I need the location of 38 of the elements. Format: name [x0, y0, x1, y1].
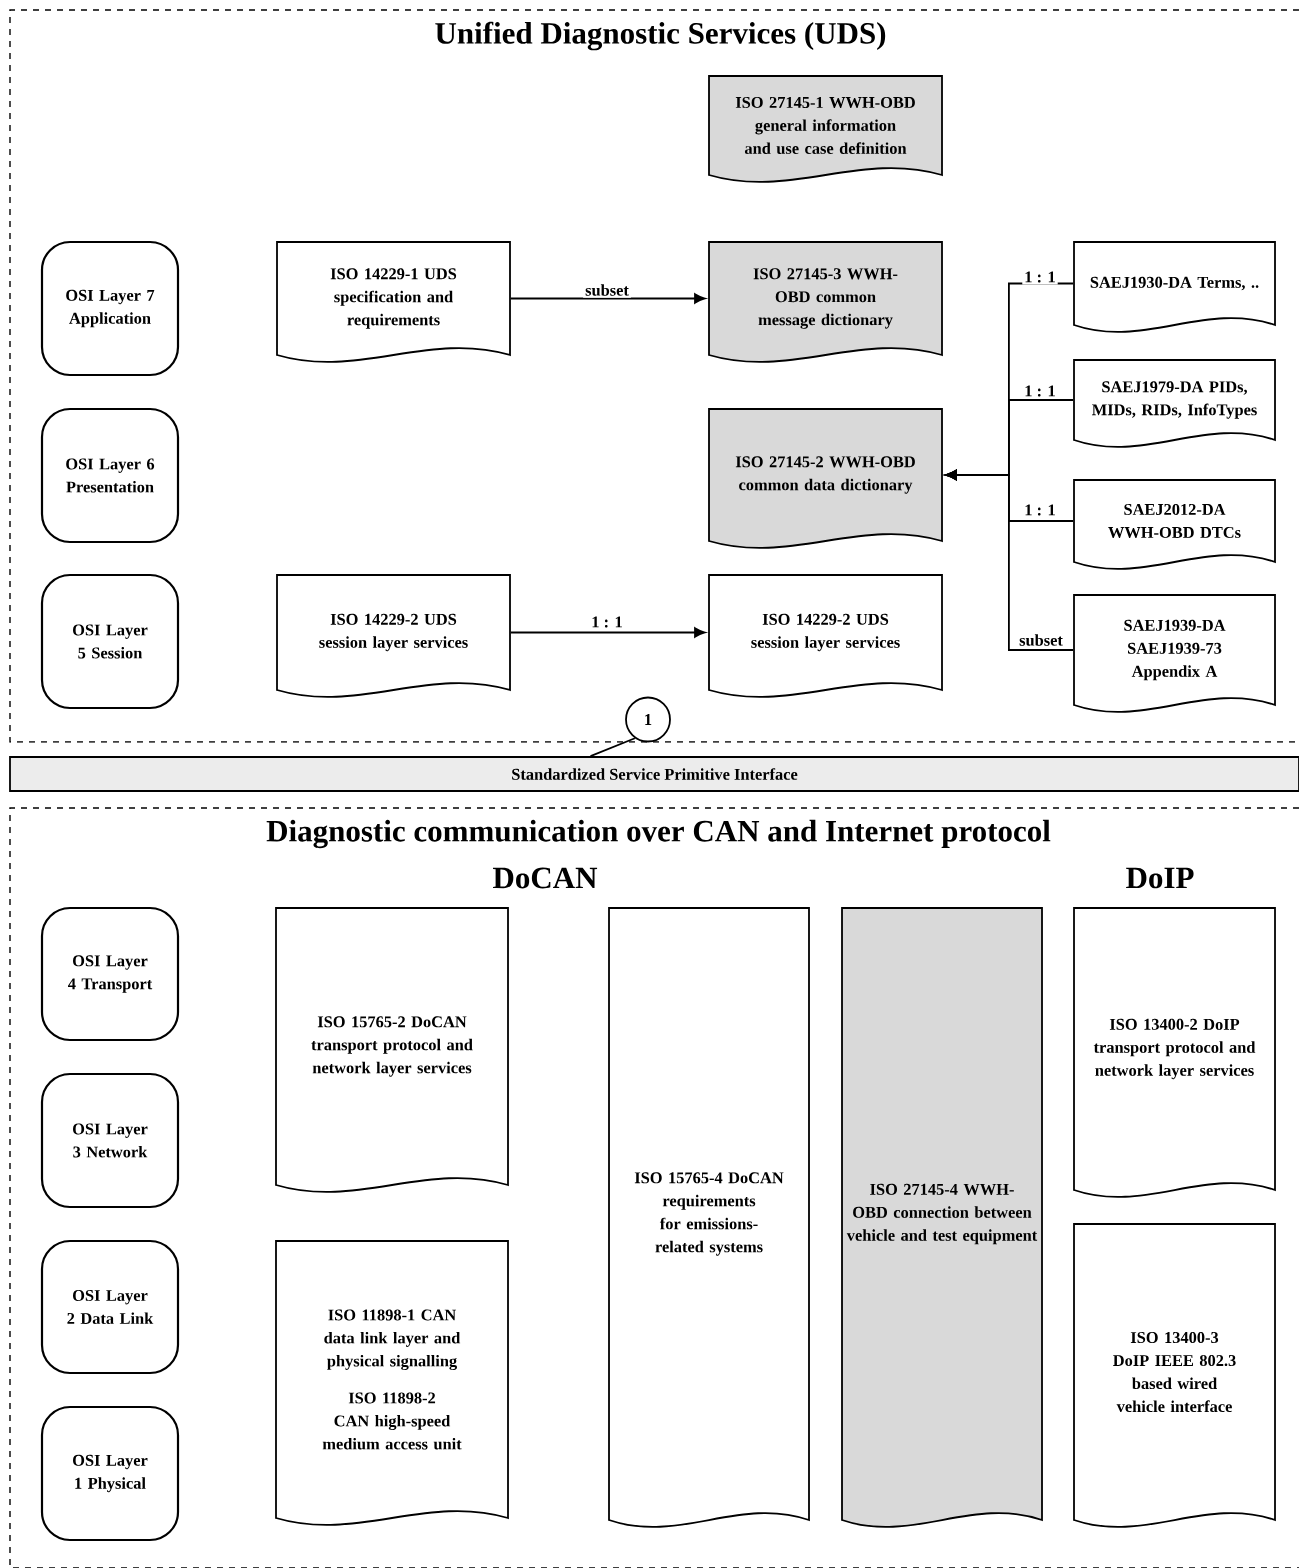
layer-box: OSI Layer 2 Data Link — [40, 1239, 180, 1375]
document-box: ISO 15765-2 DoCAN transport protocol and network layer services — [275, 907, 509, 1193]
document-box: SAEJ1979-DA PIDs, MIDs, RIDs, InfoTypes — [1073, 359, 1276, 448]
arrow — [945, 469, 1074, 651]
document-box: ISO 14229-2 UDS session layer services — [708, 574, 943, 698]
layer-box: OSI Layer 7 Application — [40, 240, 180, 377]
document-box: ISO 15765-4 DoCAN requirements for emissions-related systems — [608, 907, 810, 1528]
layer-box: OSI Layer 4 Transport — [40, 906, 180, 1042]
arrow — [510, 627, 706, 638]
column-heading: DoCAN — [493, 867, 598, 889]
edge-label: subset — [583, 282, 631, 298]
document-box: SAEJ1939-DA SAEJ1939-73 Appendix A — [1073, 594, 1276, 713]
document-box: ISO 27145-3 WWH-OBD common message dictionary — [708, 241, 943, 363]
document-box: ISO 27145-2 WWH-OBD common data dictionary — [708, 408, 943, 549]
document-box: ISO 13400-3 DoIP IEEE 802.3 based wired vehicle interface — [1073, 1223, 1276, 1528]
document-box: ISO 14229-2 UDS session layer services — [276, 574, 511, 698]
section-title: Diagnostic communication over CAN and Internet protocol — [266, 819, 1051, 849]
document-box: ISO 14229-1 UDS specification and requirements — [276, 241, 511, 363]
interface-band: Standardized Service Primitive Interface — [9, 756, 1299, 792]
arrow — [510, 293, 706, 304]
edge-label: subset — [1017, 632, 1065, 648]
edge-label: 1 : 1 — [589, 614, 625, 630]
edge-label: 1 : 1 — [1022, 502, 1058, 518]
layer-box: OSI Layer 6 Presentation — [40, 407, 180, 544]
document-box: SAEJ2012-DA WWH-OBD DTCs — [1073, 479, 1276, 570]
edge-label: 1 : 1 — [1022, 269, 1058, 285]
document-box: SAEJ1930-DA Terms, .. — [1073, 241, 1276, 333]
document-box: ISO 13400-2 DoIP transport protocol and network layer services — [1073, 907, 1276, 1198]
edge-label: 1 : 1 — [1022, 383, 1058, 399]
column-heading: DoIP — [1126, 867, 1194, 889]
leader-line — [589, 737, 636, 757]
document-box: ISO 27145-1 WWH-OBD general information and use case definition — [708, 75, 943, 183]
layer-box: OSI Layer 5 Session — [40, 573, 180, 710]
section-title: Unified Diagnostic Services (UDS) — [435, 21, 886, 51]
layer-box: OSI Layer 1 Physical — [40, 1405, 180, 1542]
document-box: ISO 11898-1 CAN data link layer and physical signalling ISO 11898-2 CAN high-speed medium access unit — [275, 1240, 509, 1526]
layer-box: OSI Layer 3 Network — [40, 1072, 180, 1209]
document-box: ISO 27145-4 WWH-OBD connection between vehicle and test equipment — [841, 907, 1043, 1528]
